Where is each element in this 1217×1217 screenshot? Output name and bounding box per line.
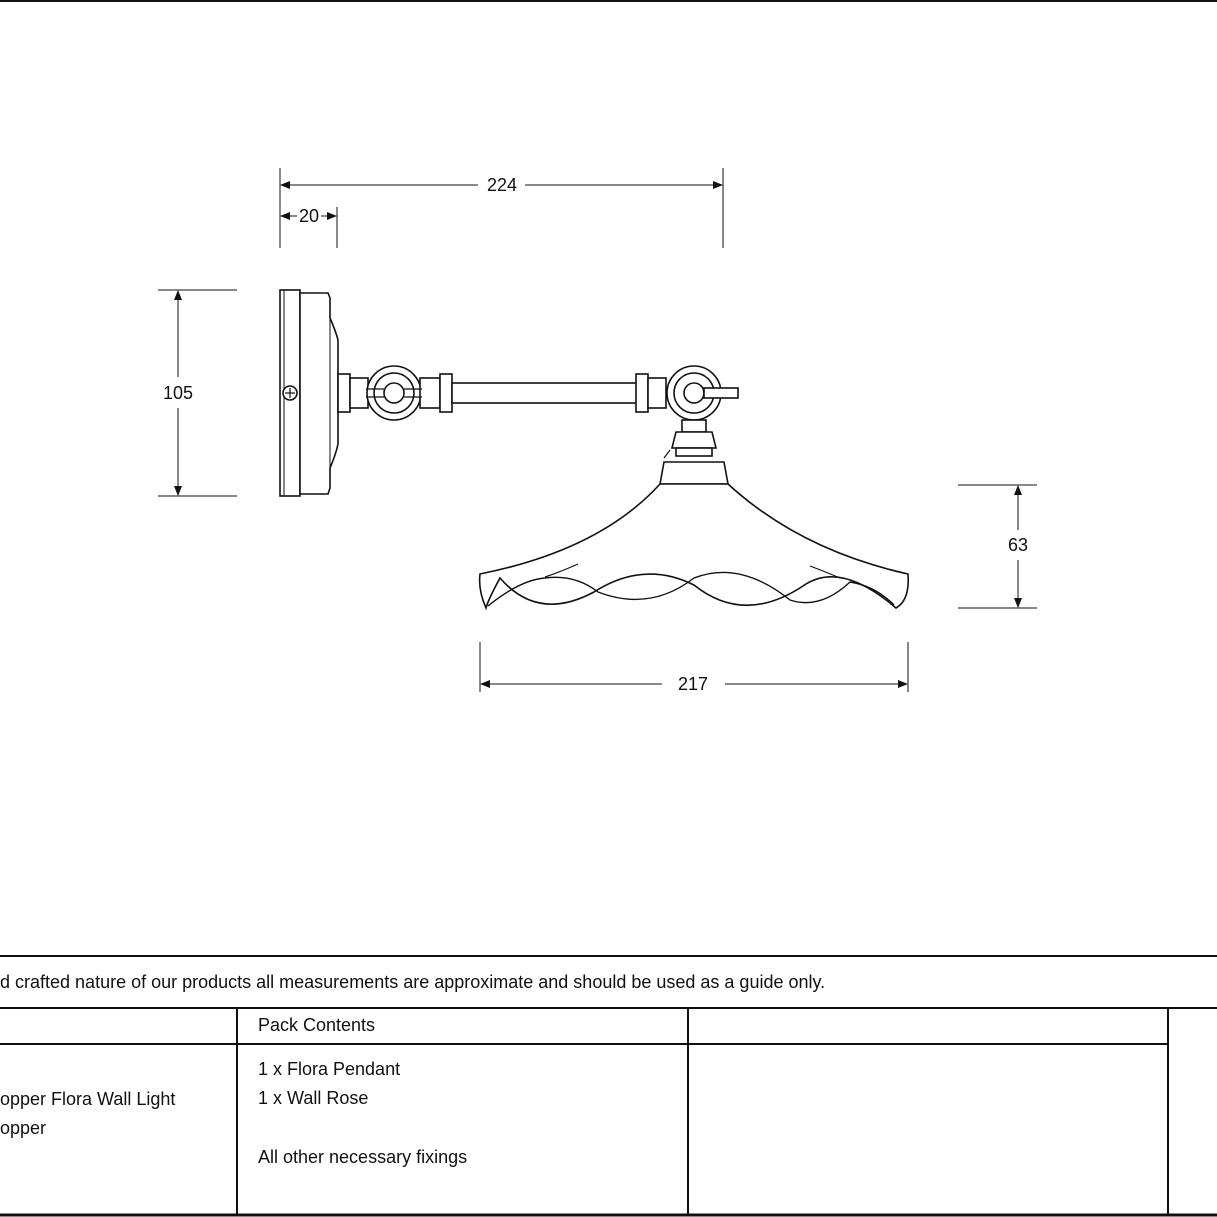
dimension-label-backplate-depth: 20 — [299, 206, 319, 226]
right-knuckle-joint — [635, 365, 739, 421]
dimension-backplate-depth — [280, 207, 338, 248]
info-table-grid — [0, 955, 1217, 1217]
pack-item-flora-pendant: 1 x Flora Pendant — [258, 1059, 401, 1079]
pack-item-fixings: All other necessary fixings — [258, 1147, 468, 1167]
pack-item-wall-rose: 1 x Wall Rose — [258, 1088, 369, 1108]
lamp-holder — [659, 419, 729, 485]
backplate-drawing — [279, 289, 339, 497]
flora-shade — [478, 483, 910, 611]
dimension-overall-projection — [279, 168, 724, 248]
product-name-line-1: opper Flora Wall Light — [0, 1089, 176, 1109]
arm-tube — [451, 382, 639, 404]
dimension-label-shade-height: 63 — [1008, 535, 1028, 555]
wall-light-illustration — [279, 289, 910, 611]
left-knuckle-joint — [337, 365, 453, 421]
dimension-shade-height — [958, 484, 1037, 609]
dimension-label-shade-width: 217 — [678, 674, 708, 694]
product-name-line-2: opper — [0, 1118, 47, 1138]
dimension-label-overall-projection: 224 — [487, 175, 517, 195]
disclaimer-text: d crafted nature of our products all mea… — [0, 972, 826, 992]
header-pack-contents: Pack Contents — [258, 1015, 376, 1035]
dimension-shade-width — [479, 642, 909, 692]
dimension-label-backplate-height: 105 — [163, 383, 193, 403]
dimension-backplate-height — [158, 289, 237, 497]
